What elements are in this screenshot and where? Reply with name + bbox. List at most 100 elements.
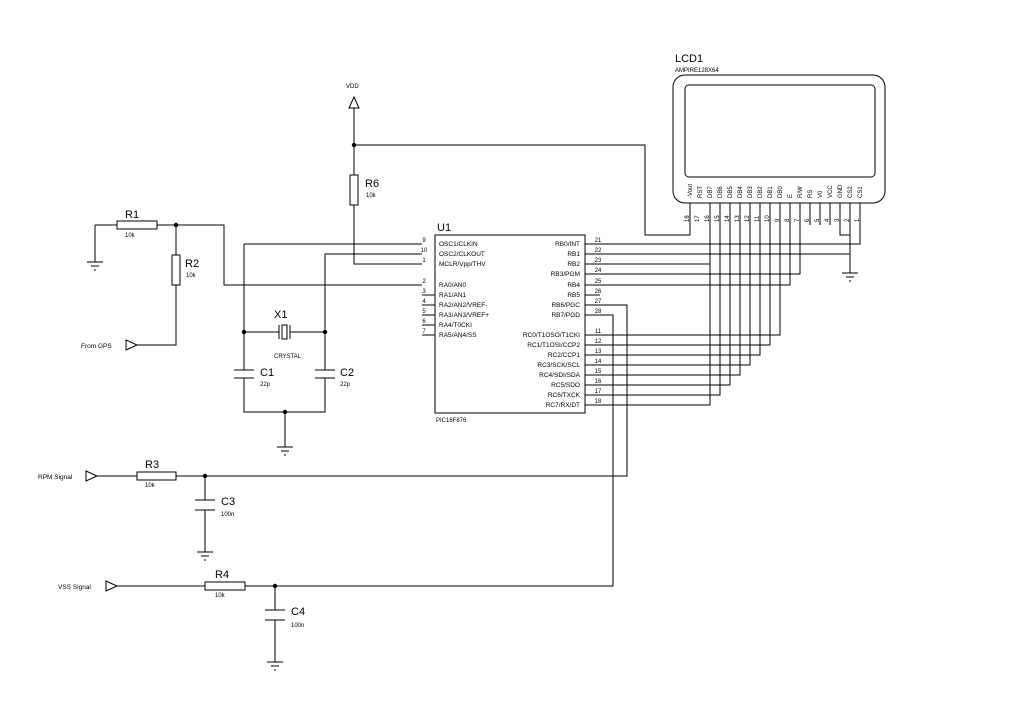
lcd-pin-name: CS2: [848, 186, 854, 198]
lcd-pin-name: VCC: [828, 185, 834, 198]
lcd-pin-number: 3: [835, 218, 841, 222]
capacitor-c4: C4 100n: [265, 606, 305, 629]
lcd-pin-number: 2: [845, 218, 851, 222]
r1-value: 10k: [125, 233, 136, 239]
lcd-pin-number: 1: [855, 218, 861, 222]
lcd-pin-name: DB0: [778, 186, 784, 198]
mcu-pin-number: 9: [422, 238, 426, 244]
mcu-pin-name: RB4: [567, 282, 580, 289]
mcu-pin-name: RC2/CCP1: [548, 352, 581, 359]
r4-ref: R4: [215, 569, 229, 581]
vdd-power-symbol: VDD: [346, 84, 360, 109]
mcu-pin-name: RA4/T0CKI: [439, 322, 472, 329]
c1-value: 22p: [260, 382, 271, 388]
ground-icon: [842, 272, 858, 282]
mcu-pin-name: RC1/T1OSI/CCP2: [527, 342, 580, 349]
port-vss-signal: VSS Signal: [58, 580, 119, 592]
lcd-pin-name: DB5: [728, 186, 734, 198]
mcu-pin-number: 13: [595, 349, 602, 355]
r2-ref: R2: [185, 258, 199, 270]
resistor-r1: R1 10k: [116, 209, 158, 239]
mcu-pin-number: 10: [421, 248, 428, 254]
mcu-pin-number: 24: [595, 268, 602, 274]
mcu-pin-name: RB6/PGC: [551, 302, 580, 309]
mcu-pin-name: RB7/PGD: [551, 312, 580, 319]
lcd-pin-name: DB3: [748, 186, 754, 198]
port-from-gps: From GPS: [81, 339, 139, 351]
gps-signal-label: From GPS: [81, 343, 112, 350]
mcu-pin-name: RA2/AN2/VREF-: [439, 302, 487, 309]
lcd-pin-number: 7: [795, 218, 801, 222]
mcu-pin-name: RC3/SCK/SCL: [537, 362, 580, 369]
mcu-pin-name: RB0/INT: [555, 241, 580, 248]
mcu-pin-number: 16: [595, 379, 602, 385]
mcu-pin-name: RA0/AN0: [439, 282, 466, 289]
ground-icon: [87, 261, 103, 271]
mcu-pin-number: 7: [422, 329, 426, 335]
lcd-pin-name: R/W: [798, 186, 804, 198]
junction-dot: [351, 142, 357, 148]
r1-ref: R1: [125, 209, 139, 221]
mcu-pin-number: 12: [595, 339, 602, 345]
mcu-pin-name: OSC2/CLKOUT: [439, 251, 485, 258]
mcu-pin-number: 21: [595, 238, 602, 244]
lcd-pin-name: CS1: [858, 186, 864, 198]
r3-ref: R3: [145, 459, 159, 471]
port-rpm-signal: RPM Signal: [38, 470, 99, 482]
lcd-pin-number: 5: [815, 218, 821, 222]
c2-ref: C2: [340, 367, 354, 379]
ground-icon: [267, 661, 283, 671]
mcu-pin-name: RC6/TXCK: [548, 392, 581, 399]
crystal-x1: X1 CRYSTAL: [274, 309, 302, 360]
lcd-pin-number: 18: [685, 215, 691, 222]
c3-ref: C3: [221, 496, 235, 508]
mcu-pin-name: RC0/T1OSO/T1CKI: [523, 332, 580, 339]
capacitor-c3: C3 100n: [195, 496, 235, 518]
c3-value: 100n: [221, 512, 234, 518]
mcu-pin-number: 23: [595, 258, 602, 264]
junction-dot: [322, 329, 328, 335]
c2-value: 22p: [340, 382, 351, 388]
x1-ref: X1: [274, 309, 287, 321]
mcu-pin-number: 22: [595, 248, 602, 254]
lcd-pin-number: 8: [785, 218, 791, 222]
mcu-pin-name: RB1: [567, 251, 580, 258]
lcd-lcd1: LCD1 AMPIRE128X64 -Vout18RST17DB716DB615…: [672, 53, 886, 222]
lcd-part: AMPIRE128X64: [675, 68, 719, 74]
mcu-pin-name: RC4/SDI/SDA: [539, 372, 580, 379]
mcu-left-pins: OSC1/CLKIN9OSC2/CLKOUT10MCLR/Vpp/THV1RA0…: [421, 238, 490, 339]
mcu-pin-name: RB5: [567, 292, 580, 299]
r6-ref: R6: [365, 178, 379, 190]
lcd-pin-name: DB2: [758, 186, 764, 198]
rpm-signal-label: RPM Signal: [38, 474, 73, 481]
capacitor-c1: C1 22p: [234, 367, 274, 388]
lcd-pin-number: 6: [805, 218, 811, 222]
mcu-pin-number: 1: [422, 258, 426, 264]
ground-symbols: [87, 261, 858, 671]
lcd-pin-number: 11: [755, 215, 761, 222]
x1-value: CRYSTAL: [274, 354, 302, 360]
mcu-pin-number: 11: [595, 329, 602, 335]
u1-ref: U1: [437, 222, 451, 234]
mcu-pin-number: 17: [595, 389, 602, 395]
vss-signal-label: VSS Signal: [58, 584, 91, 591]
mcu-pin-name: RC7/RX/DT: [546, 402, 580, 409]
mcu-pin-number: 6: [422, 319, 426, 325]
c1-ref: C1: [260, 367, 274, 379]
mcu-pin-name: OSC1/CLKIN: [439, 241, 478, 248]
lcd-pin-number: 13: [735, 215, 741, 222]
mcu-pin-number: 4: [422, 299, 426, 305]
lcd-pins: -Vout18RST17DB716DB615DB514DB413DB312DB2…: [685, 184, 864, 222]
lcd-pin-number: 14: [725, 215, 731, 222]
lcd-ref: LCD1: [675, 53, 703, 65]
lcd-pin-name: DB6: [718, 186, 724, 198]
lcd-pin-name: -Vout: [688, 184, 694, 198]
mcu-pin-number: 28: [595, 309, 602, 315]
ground-icon: [197, 551, 213, 561]
mcu-pin-name: RA3/AN3/VREF+: [439, 312, 489, 319]
lcd-pin-number: 15: [715, 215, 721, 222]
mcu-pin-number: 3: [422, 289, 426, 295]
mcu-pin-number: 14: [595, 359, 602, 365]
